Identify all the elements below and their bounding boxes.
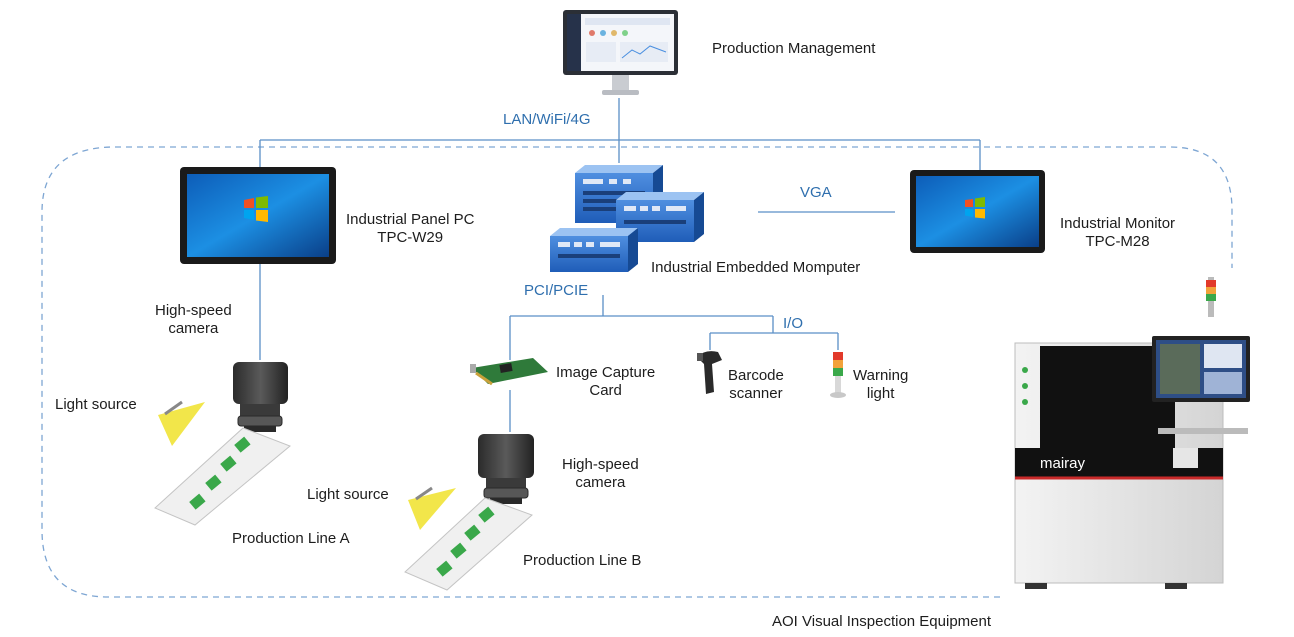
light-source-b-icon xyxy=(408,486,456,530)
warning-light-label: Warning light xyxy=(853,367,908,403)
aoi-equipment-label: AOI Visual Inspection Equipment xyxy=(772,613,992,630)
camera-a-line2: camera xyxy=(168,320,219,337)
embedded-computer-label: Industrial Embedded Momputer xyxy=(651,259,861,276)
network-link-label: LAN/WiFi/4G xyxy=(503,111,591,128)
industrial-monitor-model: TPC-M28 xyxy=(1085,233,1150,250)
aoi-machine-icon: mairay xyxy=(1014,277,1250,589)
panel-pc-icon xyxy=(180,167,336,264)
image-capture-card-line2: Card xyxy=(589,382,622,399)
panel-pc-name: Industrial Panel PC xyxy=(346,211,475,228)
high-speed-camera-b-icon xyxy=(478,434,534,504)
industrial-monitor-icon xyxy=(910,170,1045,253)
connection-lines xyxy=(259,98,981,432)
image-capture-card-label: Image Capture Card xyxy=(556,364,655,400)
production-line-b-strip xyxy=(404,497,533,591)
camera-a-label: High-speed camera xyxy=(155,302,232,338)
production-management-label: Production Management xyxy=(712,40,876,57)
light-source-a-icon xyxy=(158,400,205,446)
light-source-a-label: Light source xyxy=(55,396,137,413)
barcode-scanner-label: Barcode scanner xyxy=(728,367,784,403)
panel-pc-model: TPC-W29 xyxy=(377,229,444,246)
equipment-boundary xyxy=(41,146,1233,598)
pci-link-label: PCI/PCIE xyxy=(524,282,589,299)
embedded-computer-icon xyxy=(550,165,704,272)
aoi-brand-text: mairay xyxy=(1040,455,1086,472)
camera-b-line2: camera xyxy=(575,474,626,491)
barcode-scanner-icon xyxy=(697,351,722,394)
high-speed-camera-a-icon xyxy=(233,362,288,432)
image-capture-card-line1: Image Capture xyxy=(556,364,656,381)
light-source-b-label: Light source xyxy=(307,486,389,503)
industrial-monitor-label: Industrial Monitor TPC-M28 xyxy=(1060,215,1175,251)
vga-link-label: VGA xyxy=(800,184,832,201)
warning-light-line1: Warning xyxy=(853,367,909,384)
io-link-label: I/O xyxy=(783,315,804,332)
camera-b-label: High-speed camera xyxy=(562,456,639,492)
camera-a-line1: High-speed xyxy=(155,302,232,319)
warning-light-line2: light xyxy=(866,385,895,402)
image-capture-card-icon xyxy=(470,358,548,386)
production-management-monitor-icon xyxy=(563,10,678,95)
production-line-a-label: Production Line A xyxy=(232,530,350,547)
barcode-scanner-line1: Barcode xyxy=(728,367,784,384)
production-line-a-strip xyxy=(154,427,291,526)
industrial-monitor-name: Industrial Monitor xyxy=(1060,215,1176,232)
production-line-b-label: Production Line B xyxy=(523,552,642,569)
warning-light-icon xyxy=(830,352,846,398)
panel-pc-label: Industrial Panel PC TPC-W29 xyxy=(346,211,474,247)
barcode-scanner-line2: scanner xyxy=(729,385,783,402)
camera-b-line1: High-speed xyxy=(562,456,639,473)
